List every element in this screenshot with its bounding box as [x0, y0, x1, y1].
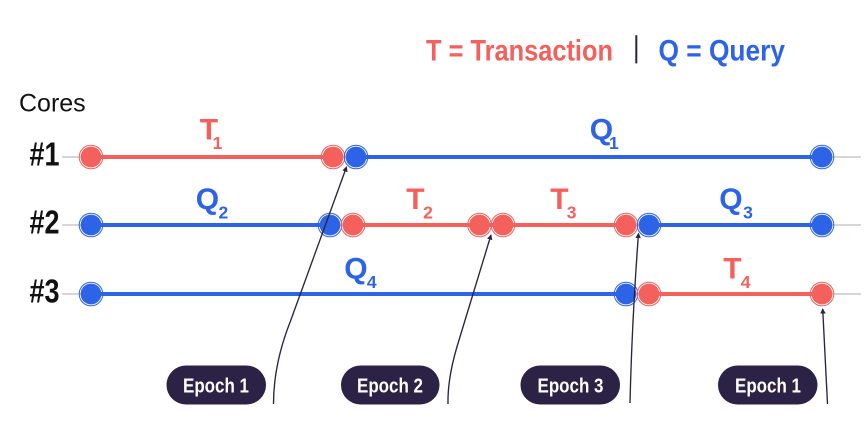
svg-text:3: 3: [567, 203, 577, 223]
svg-text:Cores: Cores: [19, 89, 86, 117]
svg-text:3: 3: [743, 203, 753, 223]
svg-text:Q = Query: Q = Query: [659, 35, 786, 68]
svg-text:Q: Q: [196, 183, 219, 216]
svg-text:#3: #3: [30, 273, 60, 310]
svg-text:Q: Q: [590, 114, 613, 147]
svg-text:Epoch 2: Epoch 2: [357, 375, 423, 397]
svg-text:1: 1: [213, 133, 223, 153]
svg-text:2: 2: [423, 203, 433, 223]
svg-text:Q: Q: [719, 183, 742, 216]
svg-text:#1: #1: [30, 136, 60, 173]
svg-text:T: T: [550, 183, 568, 216]
svg-text:Epoch 1: Epoch 1: [735, 375, 801, 397]
svg-text:Epoch 1: Epoch 1: [183, 375, 249, 397]
svg-text:4: 4: [367, 272, 377, 292]
svg-text:Q: Q: [344, 253, 367, 286]
svg-text:T: T: [200, 114, 218, 147]
svg-text:2: 2: [219, 203, 229, 223]
svg-text:Epoch 3: Epoch 3: [538, 375, 604, 397]
svg-text:T: T: [723, 253, 741, 286]
svg-text:#2: #2: [30, 204, 60, 241]
svg-text:1: 1: [609, 133, 619, 153]
svg-text:T: T: [406, 183, 424, 216]
svg-text:T = Transaction: T = Transaction: [426, 35, 613, 68]
svg-text:4: 4: [741, 272, 751, 292]
